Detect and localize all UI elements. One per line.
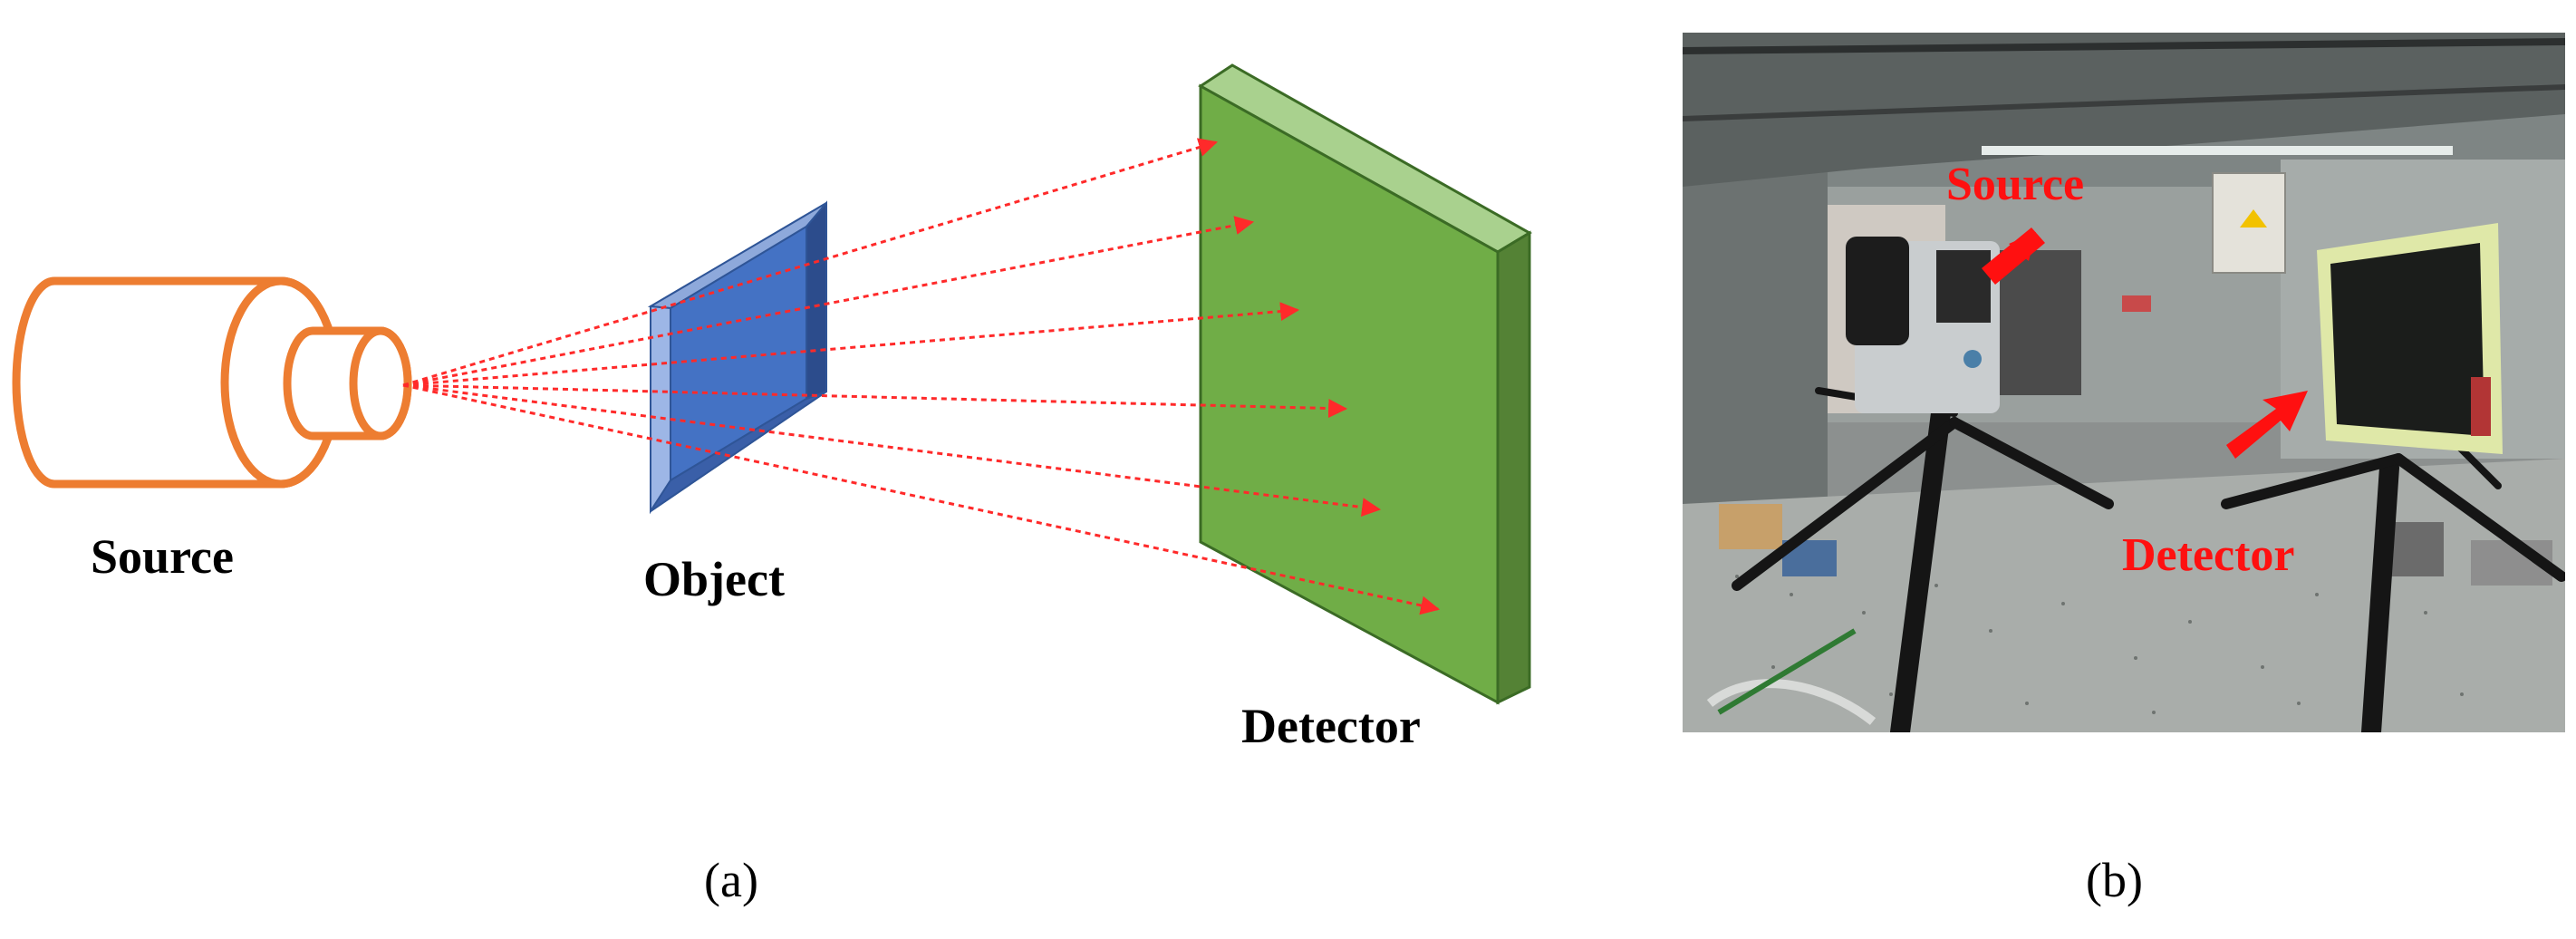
detector-arrow-icon (2226, 391, 2308, 459)
setup-photo (1683, 33, 2565, 732)
source-arrow-shaft (1982, 227, 2045, 285)
detector-label: Detector (1241, 699, 1421, 753)
object-plate (647, 200, 827, 515)
x-ray-paths (402, 138, 1441, 615)
caption-a: (a) (704, 853, 758, 907)
detector-panel (1198, 63, 1532, 705)
object-label: Object (643, 552, 785, 606)
source-label: Source (91, 529, 234, 584)
photo-source-label: Source (1946, 159, 2085, 210)
source-tube (12, 276, 412, 489)
schematic-diagram (12, 63, 1532, 705)
caption-b: (b) (2086, 853, 2143, 907)
photo-detector-label: Detector (2122, 529, 2295, 581)
setup-photo-drawing (1683, 33, 2565, 732)
